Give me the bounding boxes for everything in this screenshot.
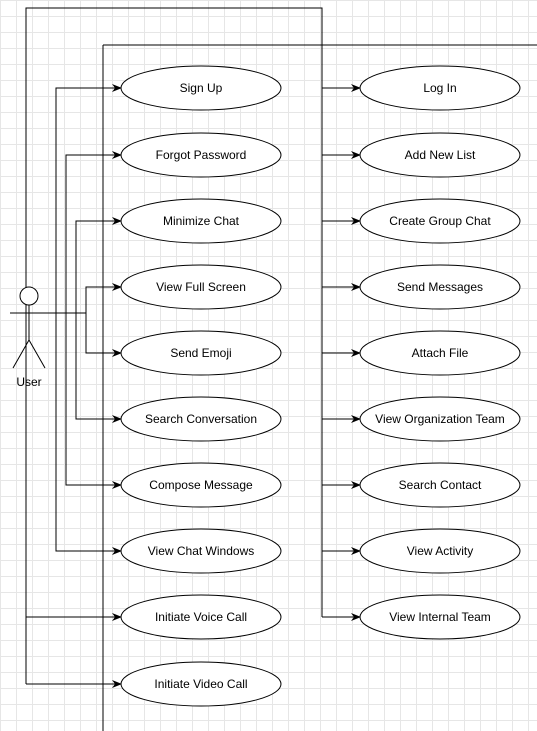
use-case-ellipse xyxy=(120,330,282,376)
use-case-label: View Organization Team xyxy=(375,412,505,426)
use-case-ellipse xyxy=(359,528,521,574)
use-case-ellipse xyxy=(359,198,521,244)
use-case-view-activity[interactable]: View Activity xyxy=(359,528,521,574)
use-case-ellipse xyxy=(120,264,282,310)
use-case-ellipse xyxy=(120,132,282,178)
use-case-initiate-voice-call[interactable]: Initiate Voice Call xyxy=(120,594,282,640)
use-case-label: Sign Up xyxy=(180,81,223,95)
connector-sign-up xyxy=(55,84,122,313)
actor-head xyxy=(19,286,39,306)
use-case-label: Add New List xyxy=(405,148,476,162)
use-case-ellipse xyxy=(120,528,282,574)
use-case-send-emoji[interactable]: Send Emoji xyxy=(120,330,282,376)
use-case-attach-file[interactable]: Attach File xyxy=(359,330,521,376)
actor-right-leg xyxy=(28,339,46,369)
use-case-label: View Internal Team xyxy=(389,610,491,624)
use-case-ellipse xyxy=(120,396,282,442)
use-case-label: Initiate Video Call xyxy=(154,677,247,691)
use-case-label: View Chat Windows xyxy=(148,544,255,558)
use-case-ellipse xyxy=(120,594,282,640)
connector-view-full-screen xyxy=(85,283,122,313)
use-case-ellipse xyxy=(359,462,521,508)
use-case-ellipse xyxy=(120,198,282,244)
use-case-ellipse xyxy=(359,264,521,310)
use-case-send-messages[interactable]: Send Messages xyxy=(359,264,521,310)
connector-forgot-password xyxy=(65,151,122,313)
use-case-minimize-chat[interactable]: Minimize Chat xyxy=(120,198,282,244)
connector-top-link xyxy=(25,7,323,383)
use-case-label: View Activity xyxy=(407,544,473,558)
use-case-ellipse xyxy=(120,661,282,707)
use-case-ellipse xyxy=(359,132,521,178)
use-case-label: Initiate Voice Call xyxy=(155,610,247,624)
use-case-view-chat-windows[interactable]: View Chat Windows xyxy=(120,528,282,574)
actor-label: User xyxy=(16,375,41,389)
use-case-view-internal-team[interactable]: View Internal Team xyxy=(359,594,521,640)
connector-minimize-chat xyxy=(75,217,122,313)
connector-send-emoji xyxy=(85,313,122,357)
user-actor[interactable]: User xyxy=(10,286,47,389)
use-case-add-new-list[interactable]: Add New List xyxy=(359,132,521,178)
use-case-label: Create Group Chat xyxy=(389,214,491,228)
use-case-label: Search Conversation xyxy=(145,412,257,426)
use-case-ellipse xyxy=(359,396,521,442)
use-case-search-conversation[interactable]: Search Conversation xyxy=(120,396,282,442)
use-case-log-in[interactable]: Log In xyxy=(359,65,521,111)
use-case-forgot-password[interactable]: Forgot Password xyxy=(120,132,282,178)
use-case-sign-up[interactable]: Sign Up xyxy=(120,65,282,111)
actor-left-leg xyxy=(12,339,30,369)
use-case-ellipse xyxy=(359,330,521,376)
connector-view-chat-windows xyxy=(55,313,122,555)
use-case-label: Send Emoji xyxy=(170,346,231,360)
use-case-ellipse xyxy=(359,594,521,640)
use-case-label: Minimize Chat xyxy=(163,214,240,228)
use-case-search-contact[interactable]: Search Contact xyxy=(359,462,521,508)
use-case-label: Attach File xyxy=(412,346,469,360)
use-case-ellipse xyxy=(120,462,282,508)
use-case-label: Send Messages xyxy=(397,280,483,294)
connector-compose-message xyxy=(65,313,122,489)
use-case-ellipse xyxy=(359,65,521,111)
use-case-initiate-video-call[interactable]: Initiate Video Call xyxy=(120,661,282,707)
connector-lines xyxy=(25,7,361,688)
use-case-view-full-screen[interactable]: View Full Screen xyxy=(120,264,282,310)
use-case-label: Forgot Password xyxy=(156,148,247,162)
use-case-label: Compose Message xyxy=(149,478,253,492)
use-case-label: View Full Screen xyxy=(156,280,246,294)
use-case-label: Search Contact xyxy=(399,478,482,492)
use-case-ellipse xyxy=(120,65,282,111)
use-case-create-group-chat[interactable]: Create Group Chat xyxy=(359,198,521,244)
connector-search-conversation xyxy=(75,313,122,423)
use-case-label: Log In xyxy=(423,81,456,95)
use-case-compose-message[interactable]: Compose Message xyxy=(120,462,282,508)
use-case-view-organization-team[interactable]: View Organization Team xyxy=(359,396,521,442)
